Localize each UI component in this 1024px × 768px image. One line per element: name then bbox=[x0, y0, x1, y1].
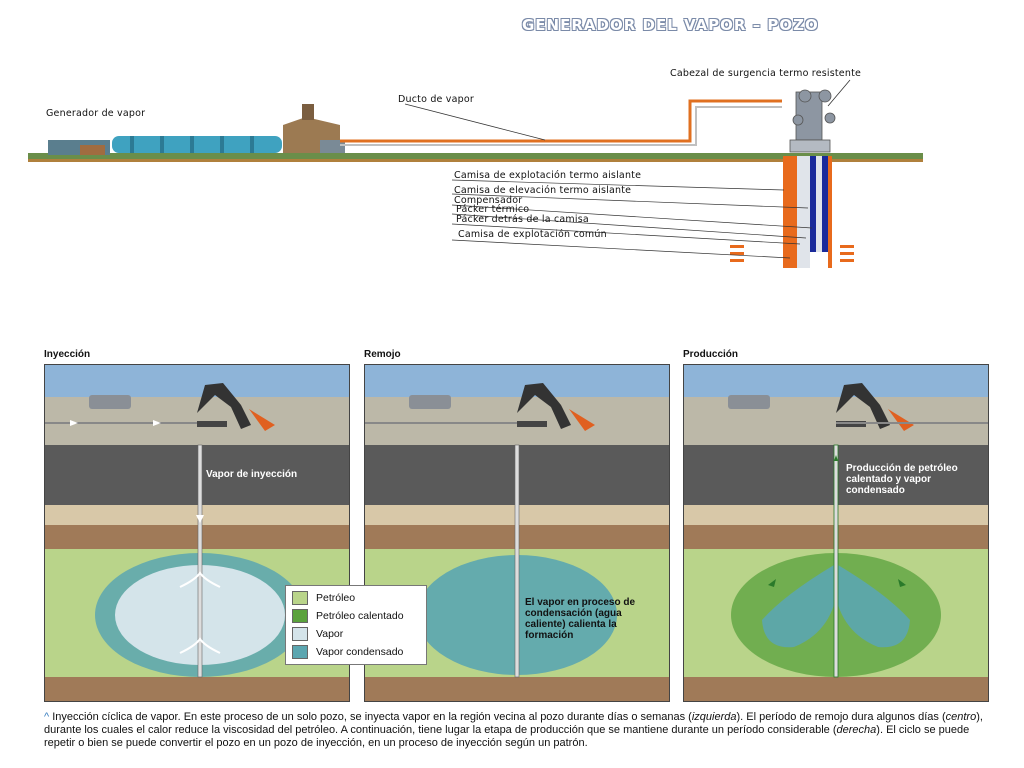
label-wellhead: Cabezal de surgencia termo resistente bbox=[670, 68, 862, 79]
page-title: GENERADOR DEL VAPOR – POZO bbox=[522, 16, 819, 34]
production-text: Producción de petróleo calentado y vapor… bbox=[846, 463, 958, 496]
figure-caption: ^ Inyección cíclica de vapor. En este pr… bbox=[44, 711, 983, 749]
label-generator: Generador de vapor bbox=[46, 108, 146, 119]
legend-item: Petróleo bbox=[292, 589, 420, 607]
injection-steam-label: Vapor de inyección bbox=[206, 469, 298, 480]
steam-duct bbox=[340, 99, 782, 143]
legend-label: Petróleo calentado bbox=[316, 610, 404, 622]
legend-swatch bbox=[292, 609, 308, 623]
legend-swatch bbox=[292, 627, 308, 641]
label-casing-thermal: Camisa de explotación termo aislante bbox=[454, 170, 642, 181]
panel-title-soak: Remojo bbox=[364, 349, 401, 360]
well-casing-exterior bbox=[783, 156, 797, 268]
legend-label: Petróleo bbox=[316, 592, 356, 604]
label-compensator: Compensador bbox=[454, 195, 523, 206]
legend-label: Vapor bbox=[316, 628, 344, 640]
label-casing-common: Camisa de explotación común bbox=[458, 229, 607, 240]
label-packer-thermal: Pácker térmico bbox=[456, 204, 530, 215]
label-duct: Ducto de vapor bbox=[398, 94, 475, 105]
label-packer-behind: Pácker detrás de la camisa bbox=[456, 214, 589, 225]
panel-production: Producción de petróleo calentado y vapor… bbox=[683, 364, 989, 702]
label-casing-lift: Camisa de elevación termo aislante bbox=[454, 185, 632, 196]
legend-item: Petróleo calentado bbox=[292, 607, 420, 625]
legend-swatch bbox=[292, 591, 308, 605]
panel-title-injection: Inyección bbox=[44, 349, 91, 360]
ground-surface bbox=[28, 153, 923, 159]
steam-generator bbox=[112, 136, 282, 153]
legend-item: Vapor condensado bbox=[292, 643, 420, 661]
legend-label: Vapor condensado bbox=[316, 646, 404, 658]
soak-text: El vapor en proceso de condensación (agu… bbox=[525, 597, 636, 641]
legend: Petróleo Petróleo calentado Vapor Vapor … bbox=[285, 585, 427, 665]
wellhead bbox=[789, 89, 836, 153]
caret-up-icon: ^ bbox=[44, 711, 50, 723]
legend-swatch bbox=[292, 645, 308, 659]
panel-injection: Vapor de inyección bbox=[44, 364, 350, 702]
steam-generator-well-diagram bbox=[28, 79, 923, 268]
panel-title-production: Producción bbox=[683, 349, 739, 360]
legend-item: Vapor bbox=[292, 625, 420, 643]
